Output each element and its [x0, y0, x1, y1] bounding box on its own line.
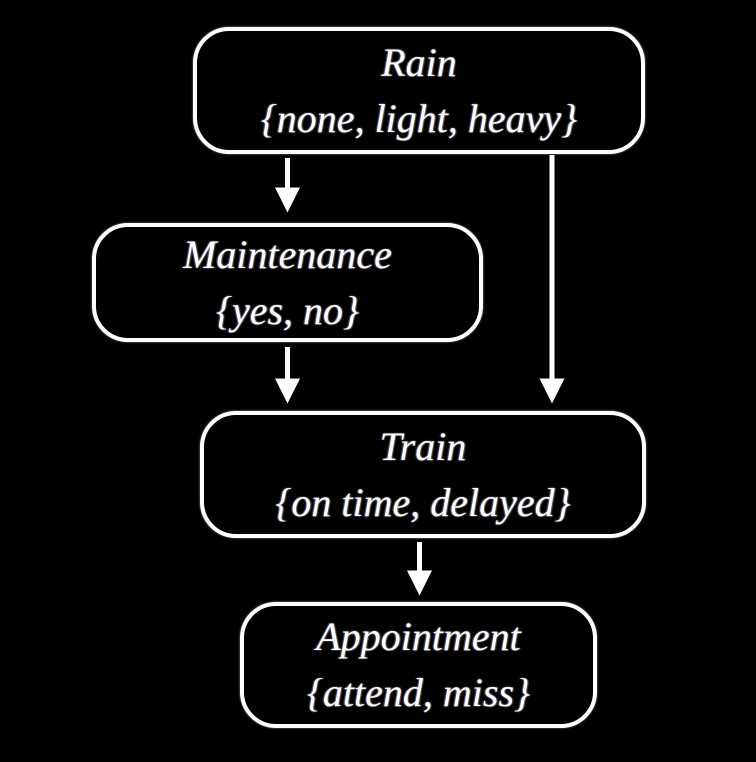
node-rain-label: Rain	[381, 39, 457, 85]
node-train-label: Train	[379, 423, 467, 469]
node-rain-values: {none, light, heavy}	[260, 95, 578, 141]
node-train-values: {on time, delayed}	[275, 479, 571, 525]
node-rain: Rain {none, light, heavy}	[193, 27, 645, 154]
node-maintenance: Maintenance {yes, no}	[92, 223, 483, 342]
node-maintenance-label: Maintenance	[183, 231, 392, 277]
node-maintenance-values: {yes, no}	[215, 287, 360, 333]
node-appointment: Appointment {attend, miss}	[240, 602, 597, 728]
node-appointment-label: Appointment	[316, 614, 521, 659]
node-appointment-values: {attend, miss}	[306, 670, 531, 715]
node-train: Train {on time, delayed}	[200, 411, 646, 538]
